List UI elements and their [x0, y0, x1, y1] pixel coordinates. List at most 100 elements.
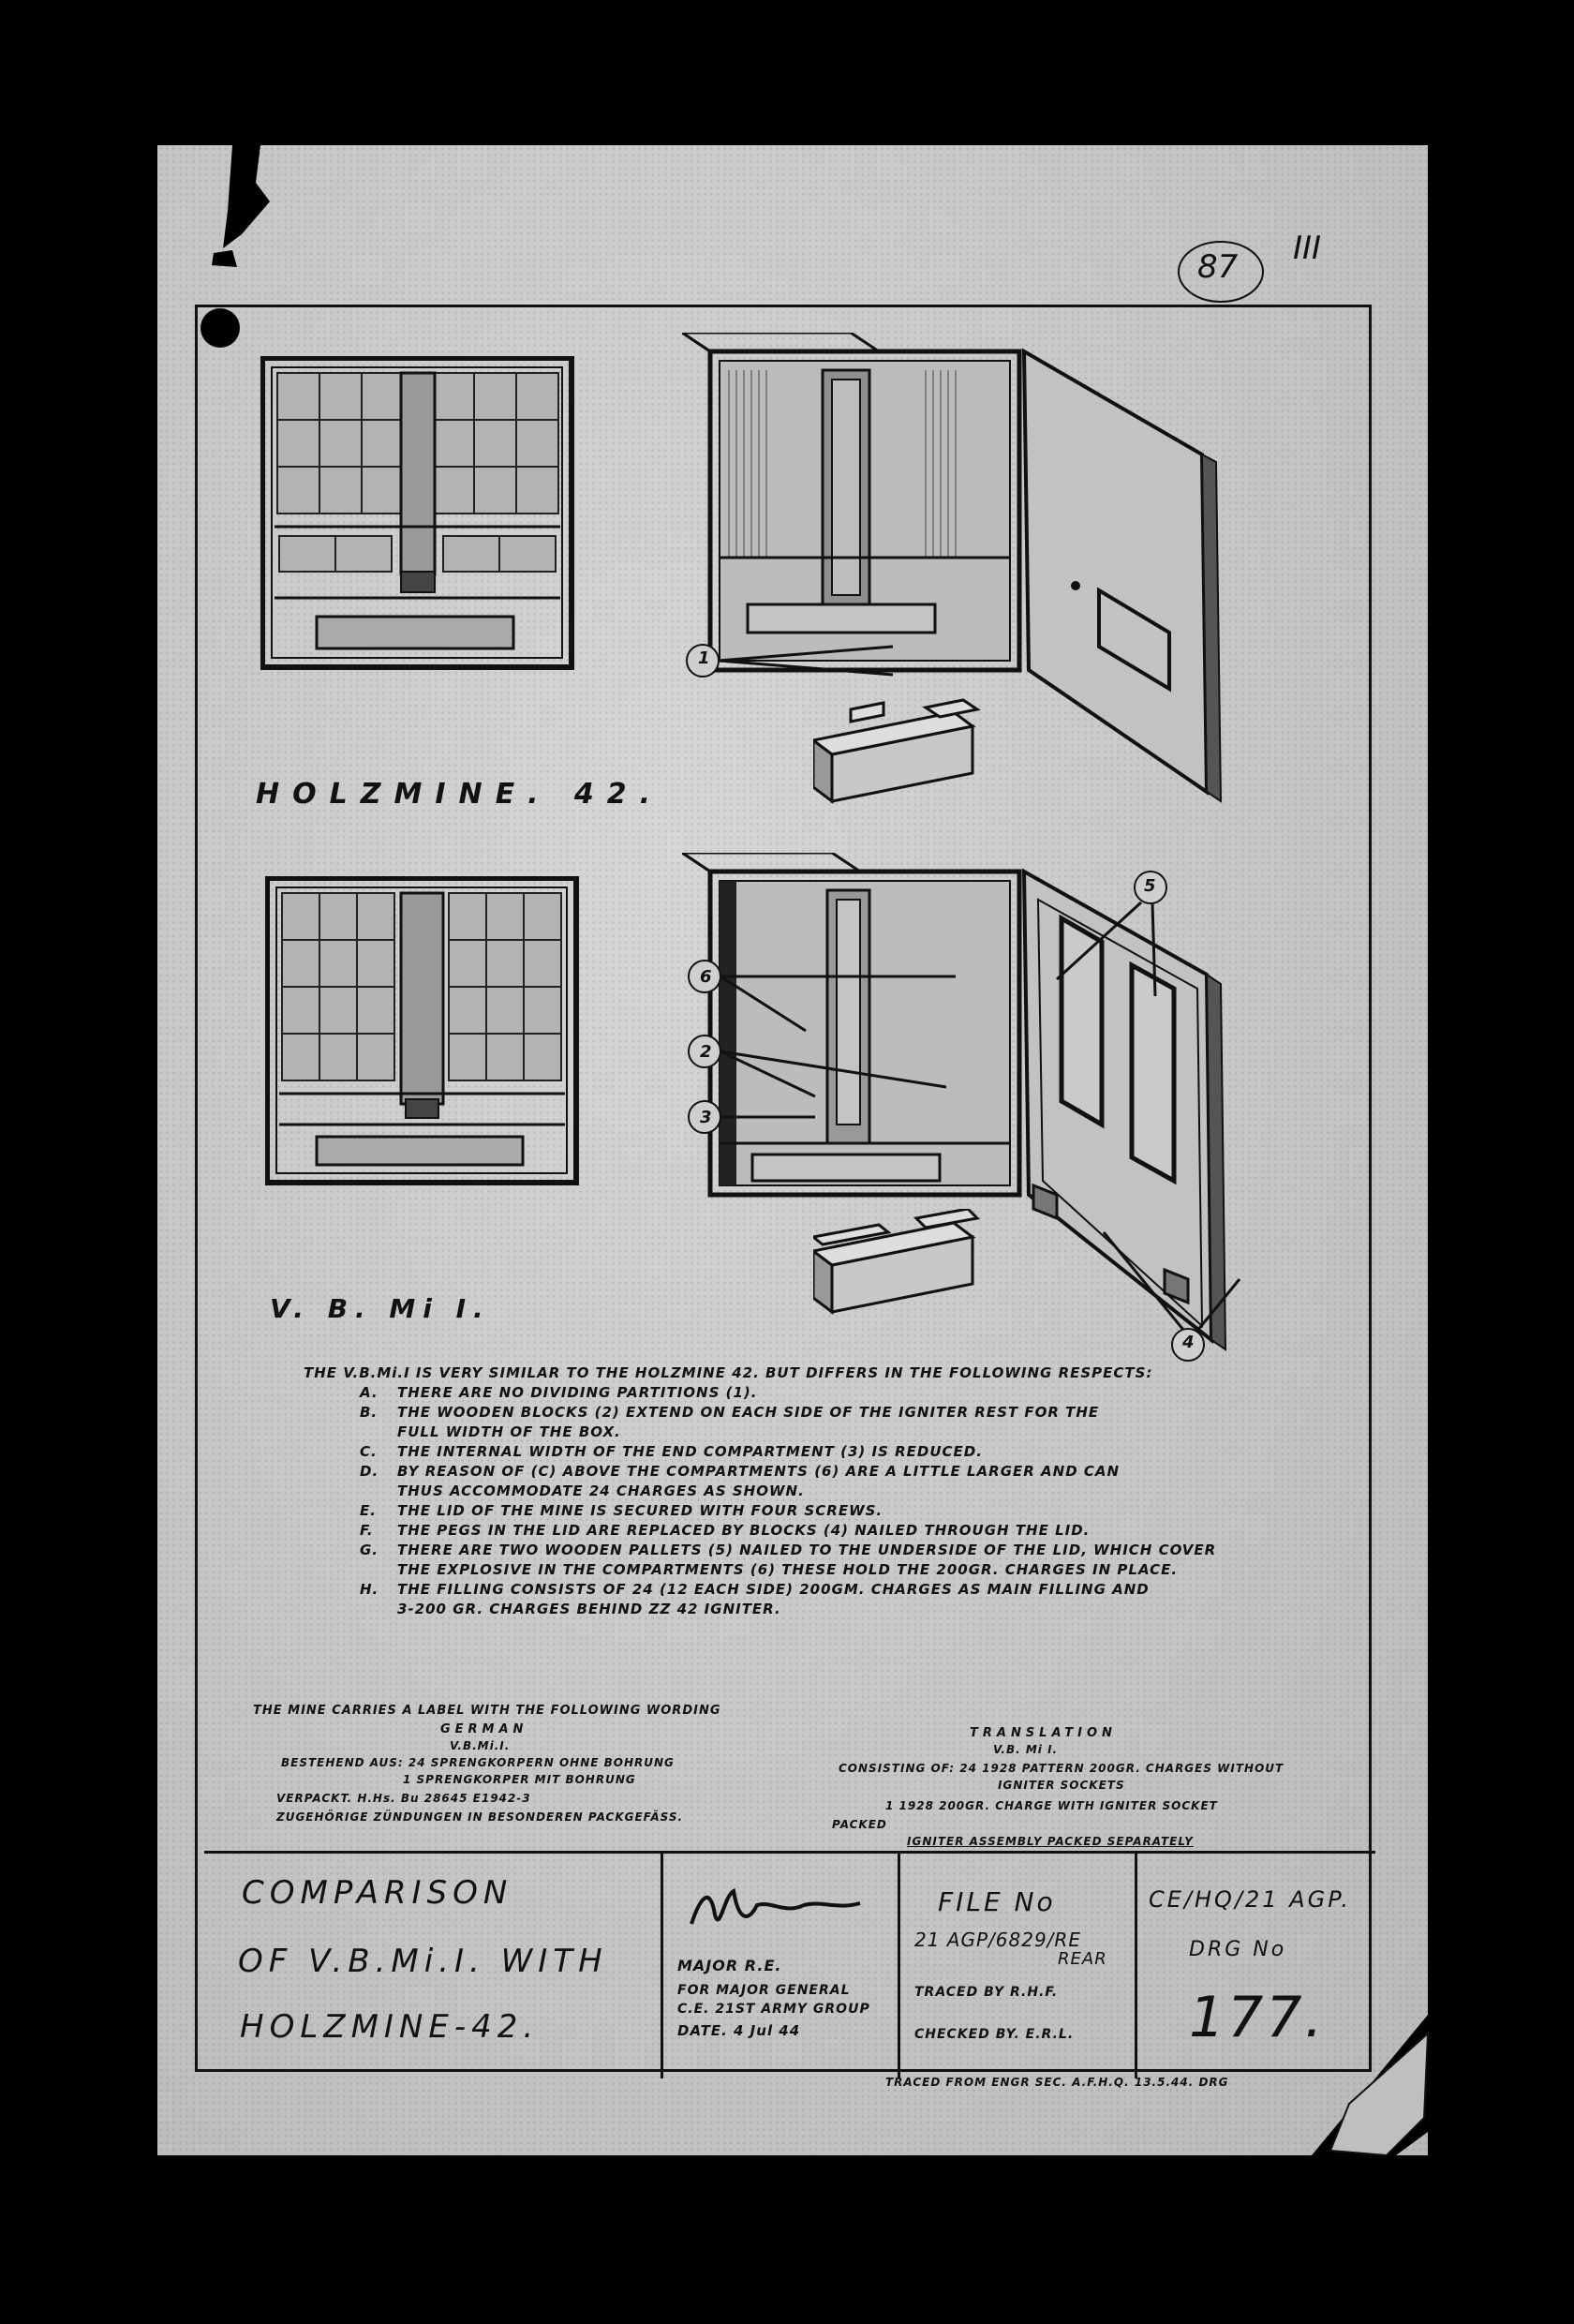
note-letter [360, 1423, 397, 1442]
file-number: 21 AGP/6829/RE [914, 1929, 1081, 1951]
callout-3-marker [688, 1100, 815, 1134]
note-text: THE WOODEN BLOCKS (2) EXTEND ON EACH SID… [397, 1404, 1100, 1421]
note-text: THERE ARE NO DIVIDING PARTITIONS (1). [397, 1384, 758, 1401]
note-item: E. THE LID OF THE MINE IS SECURED WITH FO… [360, 1501, 1287, 1521]
translation-line: IGNITER ASSEMBLY PACKED SEPARATELY [907, 1835, 1194, 1848]
note-item: THE EXPLOSIVE IN THE COMPARTMENTS (6) TH… [360, 1560, 1287, 1580]
callout-5-marker [1055, 871, 1167, 997]
drawing-title-line: OF V.B.Mi.I. WITH [238, 1943, 608, 1980]
circled-sheet-number [1178, 241, 1264, 303]
file-label: FILE No [938, 1886, 1056, 1917]
note-item: 3-200 GR. CHARGES BEHIND ZZ 42 IGNITER. [360, 1600, 1287, 1619]
note-text: THERE ARE TWO WOODEN PALLETS (5) NAILED … [397, 1542, 1217, 1558]
callout-2-marker [688, 1035, 947, 1098]
vbmi-plan-view [265, 876, 579, 1185]
note-text: THE FILLING CONSISTS OF 24 (12 EACH SIDE… [397, 1581, 1150, 1598]
translation-heading: TRANSLATION [970, 1726, 1117, 1740]
callout-4-marker [1102, 1231, 1241, 1362]
note-letter: G. [360, 1542, 379, 1558]
drawing-title-line: HOLZMINE-42. [240, 2008, 540, 2046]
drawing-number-cell: CE/HQ/21 AGP. DRG No 177. [1137, 1854, 1348, 2078]
german-line: VERPACKT. H.Hs. Bu 28645 E1942-3 [276, 1792, 531, 1805]
note-text: BY REASON OF (C) ABOVE THE COMPARTMENTS … [397, 1463, 1121, 1480]
folded-corner [1312, 2015, 1430, 2157]
notes-intro: THE V.B.Mi.I IS VERY SIMILAR TO THE HOLZ… [304, 1364, 1153, 1381]
note-item: THUS ACCOMMODATE 24 CHARGES AS SHOWN. [360, 1482, 1287, 1501]
german-line: BESTEHEND AUS: 24 SPRENGKORPERN OHNE BOH… [281, 1756, 675, 1769]
signature-date: DATE. 4 Jul 44 [677, 2022, 801, 2039]
signature-cell: MAJOR R.E. FOR MAJOR GENERAL C.E. 21ST A… [663, 1854, 900, 2078]
callout-6-marker [688, 960, 956, 1033]
label-heading: THE MINE CARRIES A LABEL WITH THE FOLLOW… [253, 1704, 721, 1718]
note-item: G. THERE ARE TWO WOODEN PALLETS (5) NAILE… [360, 1541, 1287, 1560]
german-line: 1 SPRENGKORPER MIT BOHRUNG [403, 1773, 636, 1786]
drawing-title-line: COMPARISON [242, 1874, 513, 1912]
handwritten-signature [690, 1887, 861, 1925]
torn-corner-mark [212, 145, 270, 267]
drawing-frame [195, 305, 1372, 2072]
signature-for-line: FOR MAJOR GENERAL [677, 1983, 851, 1998]
note-text: FULL WIDTH OF THE BOX. [397, 1423, 621, 1440]
traced-from-footer: TRACED FROM ENGR SEC. A.F.H.Q. 13.5.44. … [885, 2076, 1229, 2089]
vbmi-block-detail [813, 1209, 981, 1315]
office-reference: CE/HQ/21 AGP. [1149, 1886, 1352, 1913]
signature-role: MAJOR R.E. [677, 1957, 782, 1974]
drawing-number: 177. [1189, 1985, 1326, 2050]
notes-block: THE V.B.Mi.I IS VERY SIMILAR TO THE HOLZ… [304, 1363, 1287, 1619]
callout-2-label: 2 [700, 1042, 712, 1062]
german-line: ZUGEHÖRIGE ZÜNDUNGEN IN BESONDEREN PACKG… [276, 1810, 684, 1824]
note-letter: C. [360, 1443, 378, 1460]
callout-3-label: 3 [700, 1108, 712, 1127]
note-letter [360, 1560, 397, 1580]
note-letter: H. [360, 1581, 379, 1598]
callout-6-label: 6 [700, 967, 712, 987]
file-cell: FILE No 21 AGP/6829/RE REAR TRACED BY R.… [900, 1854, 1137, 2078]
callout-1-marker [686, 644, 894, 678]
callout-4-label: 4 [1182, 1333, 1195, 1352]
note-text: THE LID OF THE MINE IS SECURED WITH FOUR… [397, 1502, 884, 1519]
traced-by: TRACED BY R.H.F. [914, 1985, 1059, 2000]
vbmi-title: V. B. Mi I. [270, 1293, 491, 1324]
note-text: THUS ACCOMMODATE 24 CHARGES AS SHOWN. [397, 1482, 805, 1499]
callout-1-label: 1 [698, 648, 710, 668]
holzmine-title: HOLZMINE. 42. [256, 778, 664, 811]
translation-subheading: V.B. Mi I. [993, 1743, 1059, 1756]
note-item: F. THE PEGS IN THE LID ARE REPLACED BY BL… [360, 1521, 1287, 1541]
title-block: COMPARISON OF V.B.Mi.I. WITH HOLZMINE-42… [204, 1851, 1375, 2078]
german-subheading: V.B.Mi.I. [450, 1739, 511, 1752]
translation-line: 1 1928 200GR. CHARGE WITH IGNITER SOCKET [885, 1799, 1218, 1812]
note-letter [360, 1600, 397, 1619]
translation-line: CONSISTING OF: 24 1928 PATTERN 200GR. CH… [839, 1762, 1284, 1775]
vbmi-isometric-view [682, 853, 1227, 1351]
translation-line: PACKED [832, 1818, 887, 1831]
note-item: C. THE INTERNAL WIDTH OF THE END COMPARTM… [360, 1442, 1287, 1462]
note-item: H. THE FILLING CONSISTS OF 24 (12 EACH SI… [360, 1580, 1287, 1600]
german-heading: GERMAN [440, 1722, 528, 1736]
drawing-sheet: 87 III [157, 145, 1428, 2155]
note-text: 3-200 GR. CHARGES BEHIND ZZ 42 IGNITER. [397, 1601, 781, 1617]
drawing-number-label: DRG No [1189, 1938, 1287, 1961]
punch-hole [200, 308, 240, 348]
note-text: THE EXPLOSIVE IN THE COMPARTMENTS (6) TH… [397, 1561, 1179, 1578]
note-letter [360, 1482, 397, 1501]
note-letter: F. [360, 1522, 374, 1539]
checked-by: CHECKED BY. E.R.L. [914, 2027, 1075, 2042]
holzmine-isometric-view [682, 333, 1223, 803]
note-letter: E. [360, 1502, 377, 1519]
holzmine-block-detail [813, 698, 981, 804]
note-text: THE INTERNAL WIDTH OF THE END COMPARTMEN… [397, 1443, 983, 1460]
note-letter: D. [360, 1463, 379, 1480]
signature-for-line: C.E. 21ST ARMY GROUP [677, 2002, 870, 2017]
holzmine-plan-view [260, 356, 574, 670]
sheet-roman-number: III [1293, 230, 1322, 267]
note-item: A. THERE ARE NO DIVIDING PARTITIONS (1). [360, 1383, 1287, 1403]
title-cell: COMPARISON OF V.B.Mi.I. WITH HOLZMINE-42… [204, 1854, 663, 2078]
note-item: D. BY REASON OF (C) ABOVE THE COMPARTMENT… [360, 1462, 1287, 1482]
file-number-suffix: REAR [1058, 1949, 1107, 1969]
translation-line: IGNITER SOCKETS [998, 1779, 1125, 1792]
sheet-number: 87 [1197, 248, 1239, 286]
callout-5-label: 5 [1144, 876, 1156, 896]
note-letter: A. [360, 1384, 379, 1401]
note-item: FULL WIDTH OF THE BOX. [360, 1423, 1287, 1442]
note-text: THE PEGS IN THE LID ARE REPLACED BY BLOC… [397, 1522, 1091, 1539]
